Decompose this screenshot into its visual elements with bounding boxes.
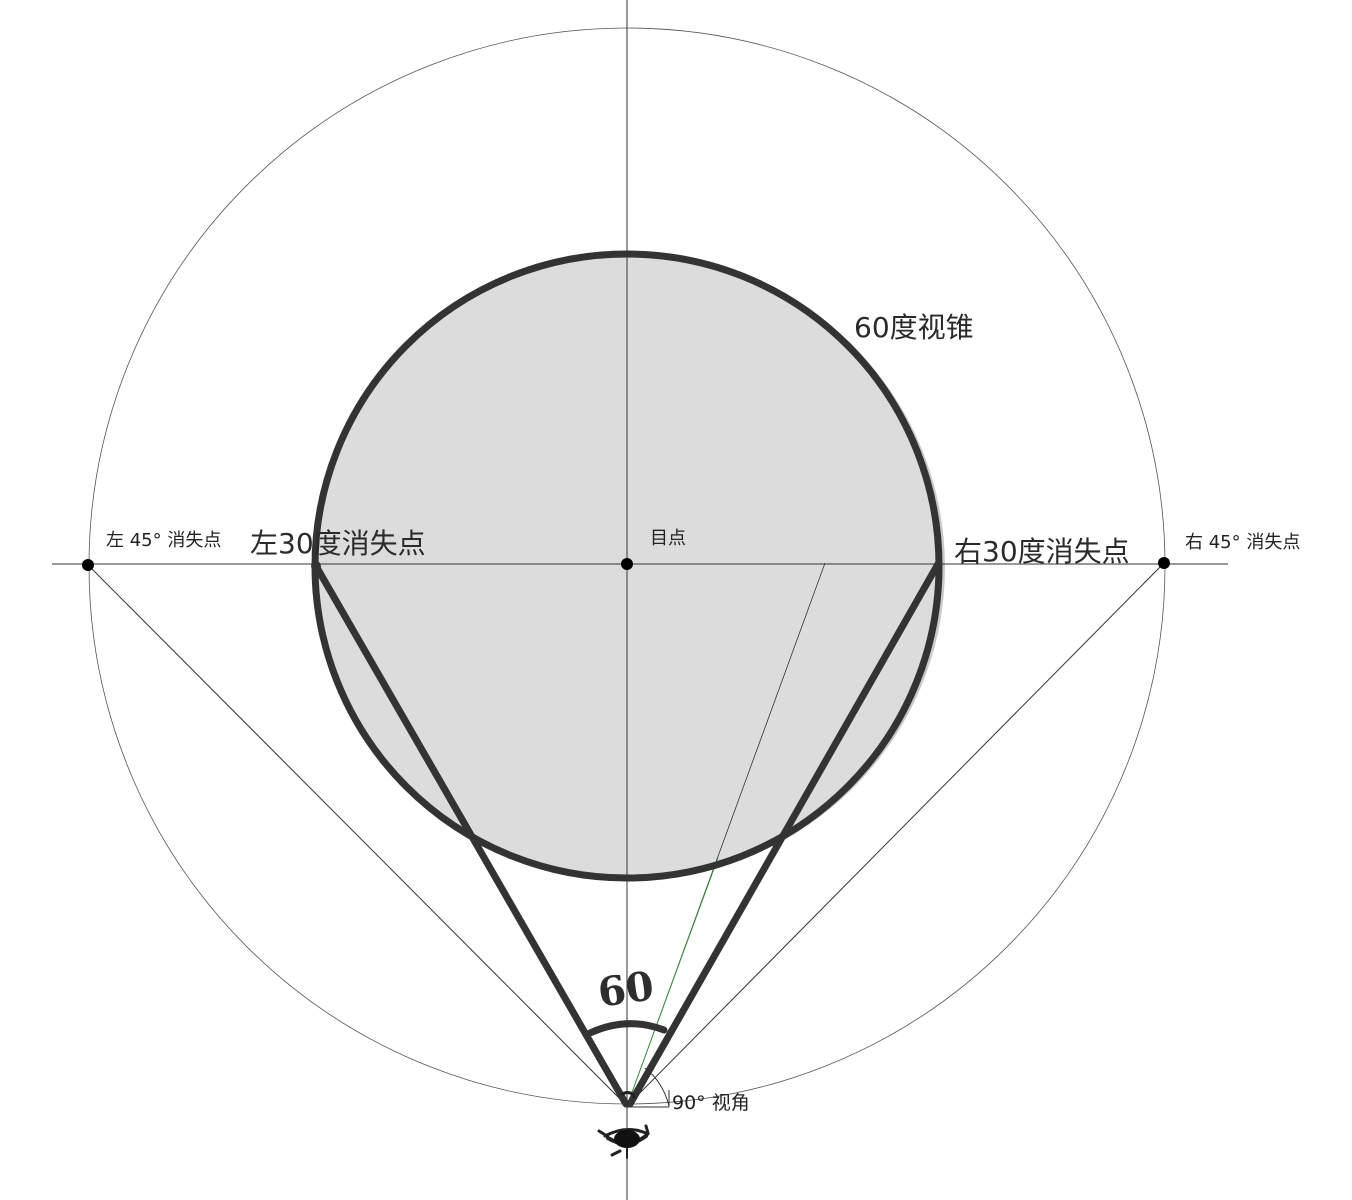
point-left30 [311, 561, 321, 571]
label-left45: 左 45° 消失点 [106, 530, 222, 551]
thin-diagonal-accent [626, 857, 719, 1107]
label-right45: 右 45° 消失点 [1185, 532, 1301, 553]
label-angle-hand: 60 [595, 962, 657, 1017]
label-right30: 右30度消失点 [954, 535, 1130, 568]
line-to-left30 [312, 562, 630, 1108]
point-target [621, 558, 633, 570]
label-target: 目点 [650, 528, 686, 549]
point-right45 [1158, 557, 1170, 569]
line-to-right30 [626, 560, 942, 1108]
label-view90: 90° 视角 [672, 1092, 750, 1114]
line-to-left45 [87, 564, 628, 1107]
angle-arc-60 [586, 1020, 668, 1037]
eye-icon [597, 1091, 650, 1159]
label-cone60: 60度视锥 [854, 311, 974, 344]
angle-mark-90 [644, 1067, 670, 1107]
point-left45 [82, 559, 94, 571]
label-left30: 左30度消失点 [250, 527, 426, 560]
line-to-right45 [626, 562, 1165, 1107]
